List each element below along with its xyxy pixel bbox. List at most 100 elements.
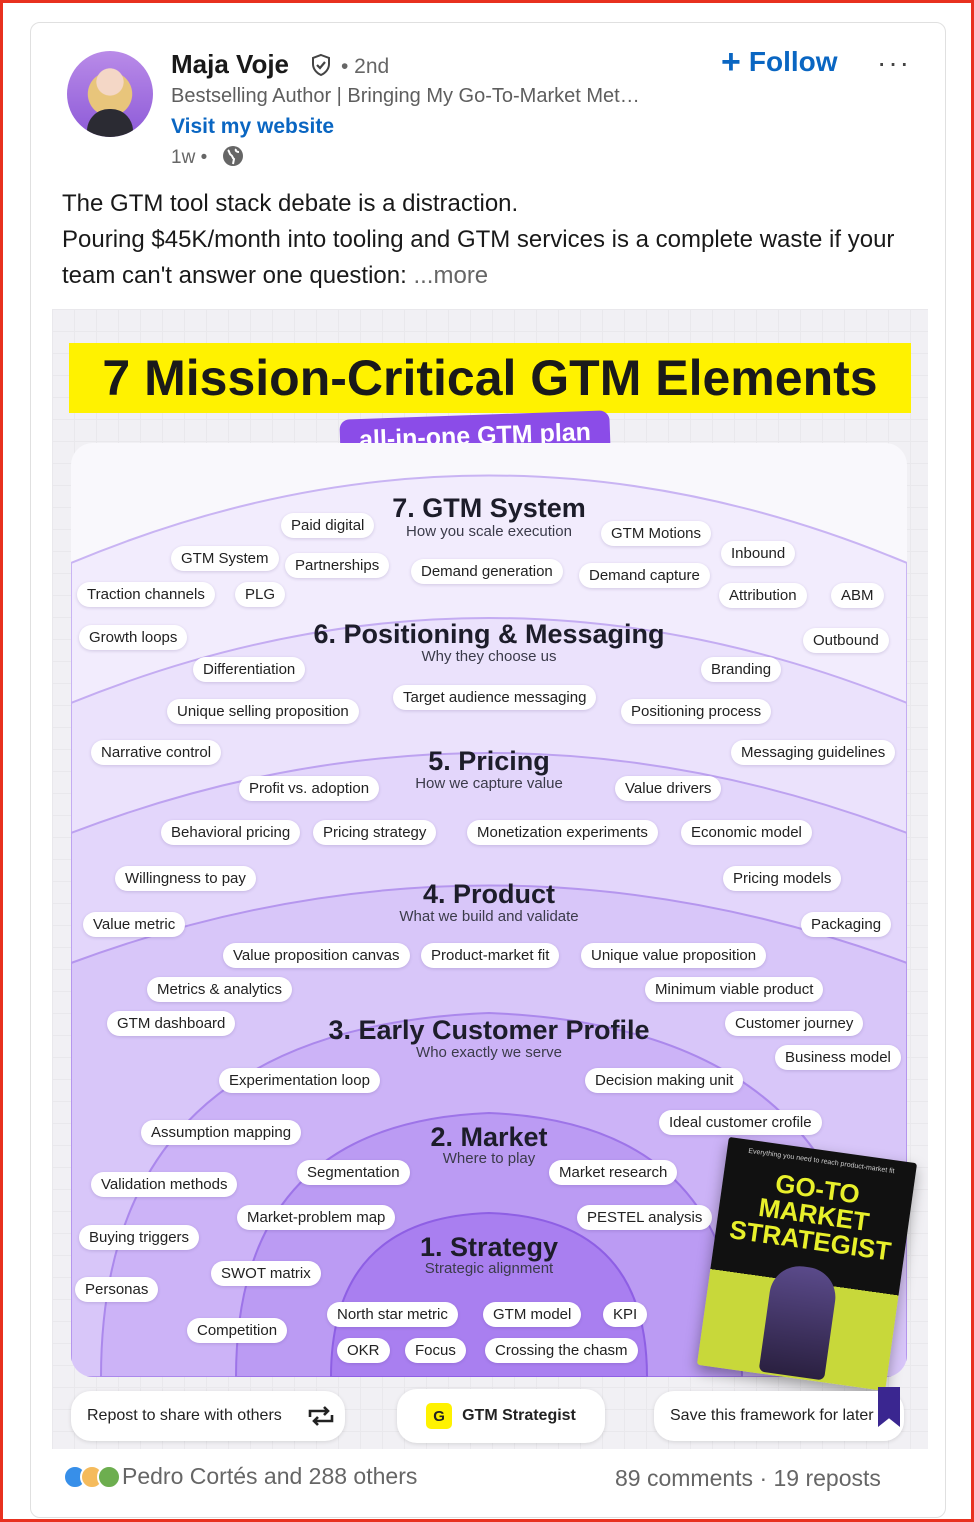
element-chip: Minimum viable product <box>645 977 824 1002</box>
save-label: Save this framework for later <box>670 1407 874 1424</box>
reactions-summary[interactable]: Pedro Cortés and 288 others <box>63 1463 417 1490</box>
element-chip: Customer journey <box>725 1011 864 1036</box>
linkedin-post-card: Maja Voje • 2nd Bestselling Author | Bri… <box>30 22 946 1518</box>
repost-icon <box>308 1406 334 1426</box>
infographic-image[interactable]: 7 Mission-Critical GTM Elements all-in-o… <box>52 309 928 1449</box>
element-chip: Focus <box>405 1338 466 1363</box>
element-chip: GTM model <box>483 1302 582 1327</box>
see-more-link[interactable]: ...more <box>413 262 489 289</box>
element-chip: Value drivers <box>615 776 722 801</box>
element-chip: Personas <box>75 1277 159 1302</box>
element-chip: Profit vs. adoption <box>239 776 380 801</box>
element-chip: Traction channels <box>77 582 215 607</box>
ring-title: 5. Pricing <box>428 746 550 776</box>
element-chip: Partnerships <box>285 553 390 578</box>
element-chip: Positioning process <box>621 699 772 724</box>
element-chip: Buying triggers <box>79 1225 200 1250</box>
element-chip: Demand generation <box>411 559 563 584</box>
ring-title: 2. Market <box>430 1122 548 1152</box>
element-chip: Growth loops <box>79 625 188 650</box>
element-chip: OKR <box>337 1338 390 1363</box>
book-title: GO-TO MARKET STRATEGIST <box>727 1167 894 1267</box>
element-chip: Outbound <box>803 628 889 653</box>
repost-label: Repost to share with others <box>87 1407 282 1424</box>
element-chip: Market research <box>549 1160 678 1185</box>
ring-subtitle: How you scale execution <box>406 523 572 540</box>
element-chip: Value proposition canvas <box>223 943 410 968</box>
element-chip: GTM Motions <box>601 521 712 546</box>
verified-shield-icon <box>312 53 330 77</box>
bookmark-icon <box>878 1387 900 1427</box>
element-chip: Pricing models <box>723 866 842 891</box>
post-text-line: Pouring $45K/month into tooling and GTM … <box>62 226 895 289</box>
ring-title: 6. Positioning & Messaging <box>313 619 665 649</box>
element-chip: Branding <box>701 657 782 682</box>
element-chip: Paid digital <box>281 513 375 538</box>
ring-subtitle: How we capture value <box>415 775 563 792</box>
element-chip: Target audience messaging <box>393 685 597 710</box>
repost-callout: Repost to share with others <box>71 1391 345 1441</box>
follow-label: Follow <box>748 46 838 77</box>
element-chip: PESTEL analysis <box>577 1205 713 1230</box>
element-chip: Ideal customer crofile <box>659 1110 822 1135</box>
gtm-strategist-logo-icon: G <box>426 1403 453 1429</box>
ring-subtitle: Why they choose us <box>421 648 557 665</box>
globe-icon <box>223 146 243 166</box>
element-chip: Decision making unit <box>585 1068 744 1093</box>
author-avatar[interactable] <box>67 51 153 137</box>
element-chip: Packaging <box>801 912 892 937</box>
author-headline: Bestselling Author | Bringing My Go-To-M… <box>171 85 640 107</box>
visit-website-link[interactable]: Visit my website <box>171 115 335 138</box>
ring-subtitle: Strategic alignment <box>424 1260 554 1277</box>
element-chip: Willingness to pay <box>115 866 256 891</box>
element-chip: Monetization experiments <box>467 820 658 845</box>
element-chip: GTM System <box>171 546 279 571</box>
element-chip: Experimentation loop <box>219 1068 380 1093</box>
connection-degree: • 2nd <box>341 55 390 78</box>
element-chip: Economic model <box>681 820 812 845</box>
celebrate-reaction-icon <box>97 1464 121 1489</box>
element-chip: KPI <box>603 1302 648 1327</box>
element-chip: Narrative control <box>91 740 222 765</box>
book-cover-image: Everything you need to reach product-mar… <box>696 1136 918 1392</box>
element-chip: Pricing strategy <box>313 820 437 845</box>
save-callout: Save this framework for later <box>654 1387 904 1441</box>
element-chip: Business model <box>775 1045 901 1070</box>
element-chip: Validation methods <box>91 1172 238 1197</box>
element-chip: Attribution <box>719 583 807 608</box>
element-chip: ABM <box>831 583 884 608</box>
element-chip: Demand capture <box>579 563 710 588</box>
comments-reposts-count[interactable]: 89 comments · 19 reposts <box>615 1465 881 1491</box>
ring-subtitle: Where to play <box>442 1150 536 1167</box>
element-chip: Unique value proposition <box>581 943 767 968</box>
author-name[interactable]: Maja Voje <box>171 49 290 79</box>
element-chip: Assumption mapping <box>141 1120 302 1145</box>
ring-title: 7. GTM System <box>392 493 586 523</box>
post-text: The GTM tool stack debate is a distracti… <box>62 186 922 294</box>
element-chip: Messaging guidelines <box>731 740 896 765</box>
ring-title: 1. Strategy <box>419 1232 559 1262</box>
post-timestamp: 1w • <box>171 147 208 168</box>
element-chip: Product-market fit <box>421 943 560 968</box>
brand-label: GTM Strategist <box>462 1407 576 1424</box>
element-chip: Unique selling proposition <box>167 699 359 724</box>
element-chip: Value metric <box>83 912 186 937</box>
element-chip: Market-problem map <box>237 1205 396 1230</box>
element-chip: Segmentation <box>297 1160 410 1185</box>
element-chip: Inbound <box>721 541 796 566</box>
element-chip: Metrics & analytics <box>147 977 293 1002</box>
element-chip: Differentiation <box>193 657 306 682</box>
more-options-icon[interactable]: ··· <box>877 47 911 78</box>
element-chip: SWOT matrix <box>211 1261 321 1286</box>
gtm-strategist-brand: G GTM Strategist <box>397 1389 605 1443</box>
element-chip: Competition <box>187 1318 288 1343</box>
follow-button[interactable]: + Follow <box>721 45 838 79</box>
element-chip: GTM dashboard <box>107 1011 236 1036</box>
reactions-text: Pedro Cortés and 288 others <box>122 1463 418 1489</box>
element-chip: Behavioral pricing <box>161 820 301 845</box>
post-text-line: The GTM tool stack debate is a distracti… <box>62 190 519 217</box>
element-chip: Crossing the chasm <box>485 1338 638 1363</box>
plus-icon: + <box>721 43 741 81</box>
ring-subtitle: Who exactly we serve <box>416 1044 562 1061</box>
